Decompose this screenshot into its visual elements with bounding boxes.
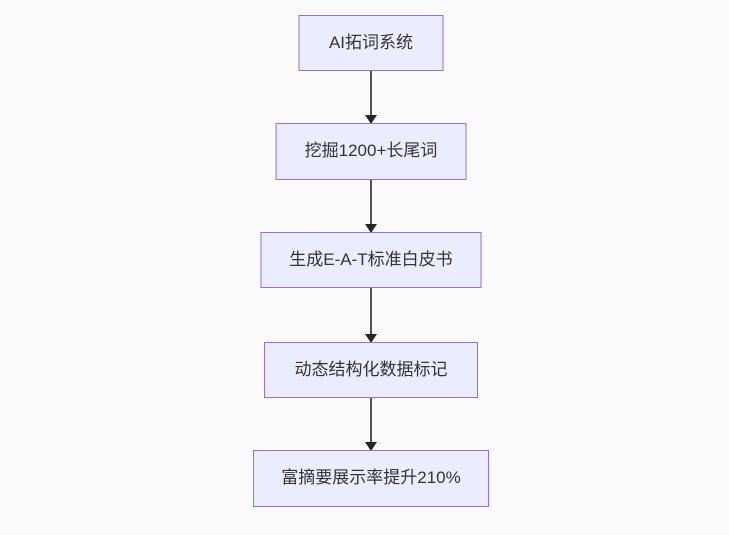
arrowhead-down-icon (365, 224, 377, 233)
node-label: 挖掘1200+长尾词 (304, 141, 438, 161)
flow-arrow-3 (365, 288, 377, 343)
arrowhead-down-icon (365, 442, 377, 451)
arrowhead-down-icon (365, 334, 377, 343)
node-label: 富摘要展示率提升210% (281, 468, 461, 488)
node-label: 生成E-A-T标准白皮书 (289, 249, 453, 269)
node-label: 动态结构化数据标记 (294, 359, 448, 379)
flow-arrow-1 (365, 71, 377, 124)
flowchart-node-ai-system: AI拓词系统 (298, 15, 444, 71)
flow-arrow-2 (365, 180, 377, 233)
node-label: AI拓词系统 (328, 32, 414, 52)
flow-arrow-4 (365, 398, 377, 451)
arrowhead-down-icon (365, 115, 377, 124)
flowchart-node-structured-data: 动态结构化数据标记 (264, 342, 478, 398)
flowchart-node-eat-whitepaper: 生成E-A-T标准白皮书 (260, 232, 482, 288)
flowchart-node-rich-snippet-result: 富摘要展示率提升210% (253, 450, 489, 507)
flowchart-node-longtail-keywords: 挖掘1200+长尾词 (275, 123, 467, 180)
